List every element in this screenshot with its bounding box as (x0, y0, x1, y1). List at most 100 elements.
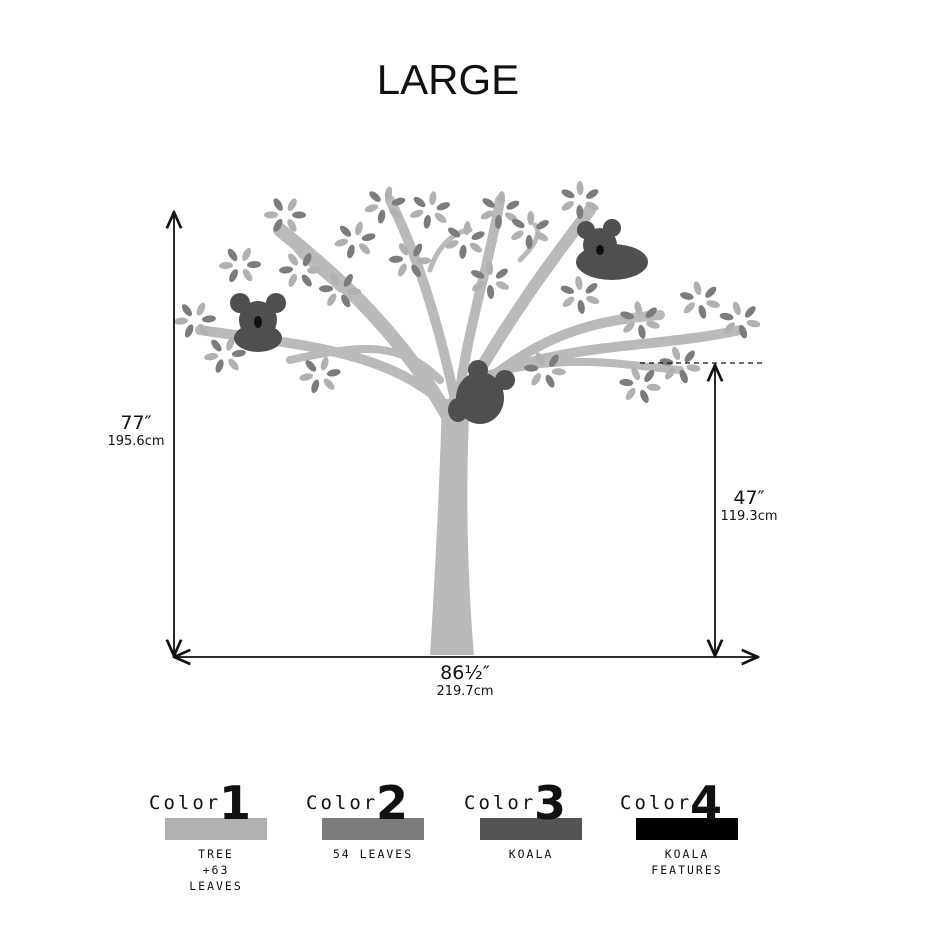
leaf (219, 261, 234, 270)
leaf (299, 373, 314, 381)
leaf (463, 221, 471, 236)
color-desc: LEAVES (189, 879, 243, 893)
leaf (619, 378, 634, 387)
leaf (551, 368, 566, 376)
leaf (535, 232, 549, 242)
leaf (215, 359, 224, 373)
leaf (288, 253, 299, 266)
leaf (334, 238, 349, 247)
leaf (364, 204, 379, 213)
leaf (625, 387, 636, 400)
leaf (472, 281, 485, 292)
color-swatch (636, 818, 738, 840)
leaf (486, 261, 494, 275)
leaf (204, 353, 219, 361)
leaf (411, 264, 421, 277)
leaf (226, 337, 235, 351)
leaf (384, 186, 393, 201)
leaf (416, 257, 431, 265)
leaf (471, 270, 485, 279)
height-total-label: 77″ 195.6cm (100, 412, 172, 449)
leaf (684, 350, 695, 363)
leaf (577, 300, 585, 314)
leaf (693, 281, 702, 296)
leaf (545, 374, 555, 388)
leaf (576, 205, 584, 219)
koalas (230, 219, 648, 424)
leaf (469, 242, 482, 253)
leaf (445, 240, 459, 249)
branch-height-inches: 47″ (733, 487, 765, 509)
koala-right (576, 219, 648, 280)
leaf (302, 253, 312, 267)
leaf (549, 354, 559, 367)
leaf (377, 209, 386, 224)
leaf (301, 274, 312, 287)
leaf (228, 358, 239, 371)
leaf (620, 311, 634, 320)
leaf (585, 201, 599, 211)
leaf (482, 198, 495, 208)
leaf (634, 301, 642, 315)
leaf (645, 307, 657, 319)
leaf (511, 230, 524, 240)
leaf (361, 233, 376, 242)
leaf (242, 247, 251, 261)
leaf (391, 197, 406, 206)
leaf (329, 272, 340, 286)
width-cm: 219.7cm (436, 684, 494, 699)
color-desc: KOALA (664, 847, 710, 861)
leaf (288, 273, 297, 287)
leaf (686, 364, 701, 372)
leaf (724, 322, 735, 334)
leaf (320, 356, 329, 371)
leaf (679, 292, 694, 300)
leaf (659, 358, 674, 366)
leaf (343, 274, 353, 287)
leaf (739, 324, 748, 339)
leaf (279, 266, 293, 274)
leaf (495, 268, 508, 279)
leaf (429, 191, 437, 206)
leaf (525, 234, 533, 249)
leaf (184, 324, 194, 338)
leaf (631, 367, 641, 381)
leaf (398, 243, 409, 256)
leaf (327, 293, 337, 307)
leaf (319, 285, 334, 293)
dimension-lines (174, 214, 764, 657)
leaf (347, 244, 355, 259)
leaf (471, 231, 485, 241)
leaf (305, 360, 317, 372)
leaf (706, 300, 720, 308)
leaf (524, 364, 539, 372)
leaf (732, 301, 741, 316)
leaf (536, 219, 549, 230)
leaf (497, 191, 505, 206)
color-desc: KOALA (508, 847, 554, 861)
width-inches: 86½″ (440, 662, 490, 684)
leaf (506, 200, 520, 210)
leaf (397, 263, 407, 277)
leaf (389, 255, 404, 263)
leaf (672, 346, 681, 361)
leaf (227, 248, 238, 261)
color-swatch (165, 818, 267, 840)
koala-middle (448, 360, 515, 424)
leaf (273, 198, 283, 211)
width-label: 86½″ 219.7cm (410, 662, 520, 699)
leaf (586, 189, 599, 199)
leaf (434, 212, 447, 224)
color-number: 2 (376, 776, 412, 830)
color-desc: FEATURES (651, 863, 723, 877)
leaf (511, 218, 525, 229)
leaf (527, 211, 535, 226)
leaf (494, 214, 502, 229)
leaf (323, 378, 335, 390)
branch-height-label: 47″ 119.3cm (708, 487, 790, 524)
leaf (231, 349, 246, 358)
koala-left (230, 293, 286, 352)
leaf (369, 191, 381, 202)
